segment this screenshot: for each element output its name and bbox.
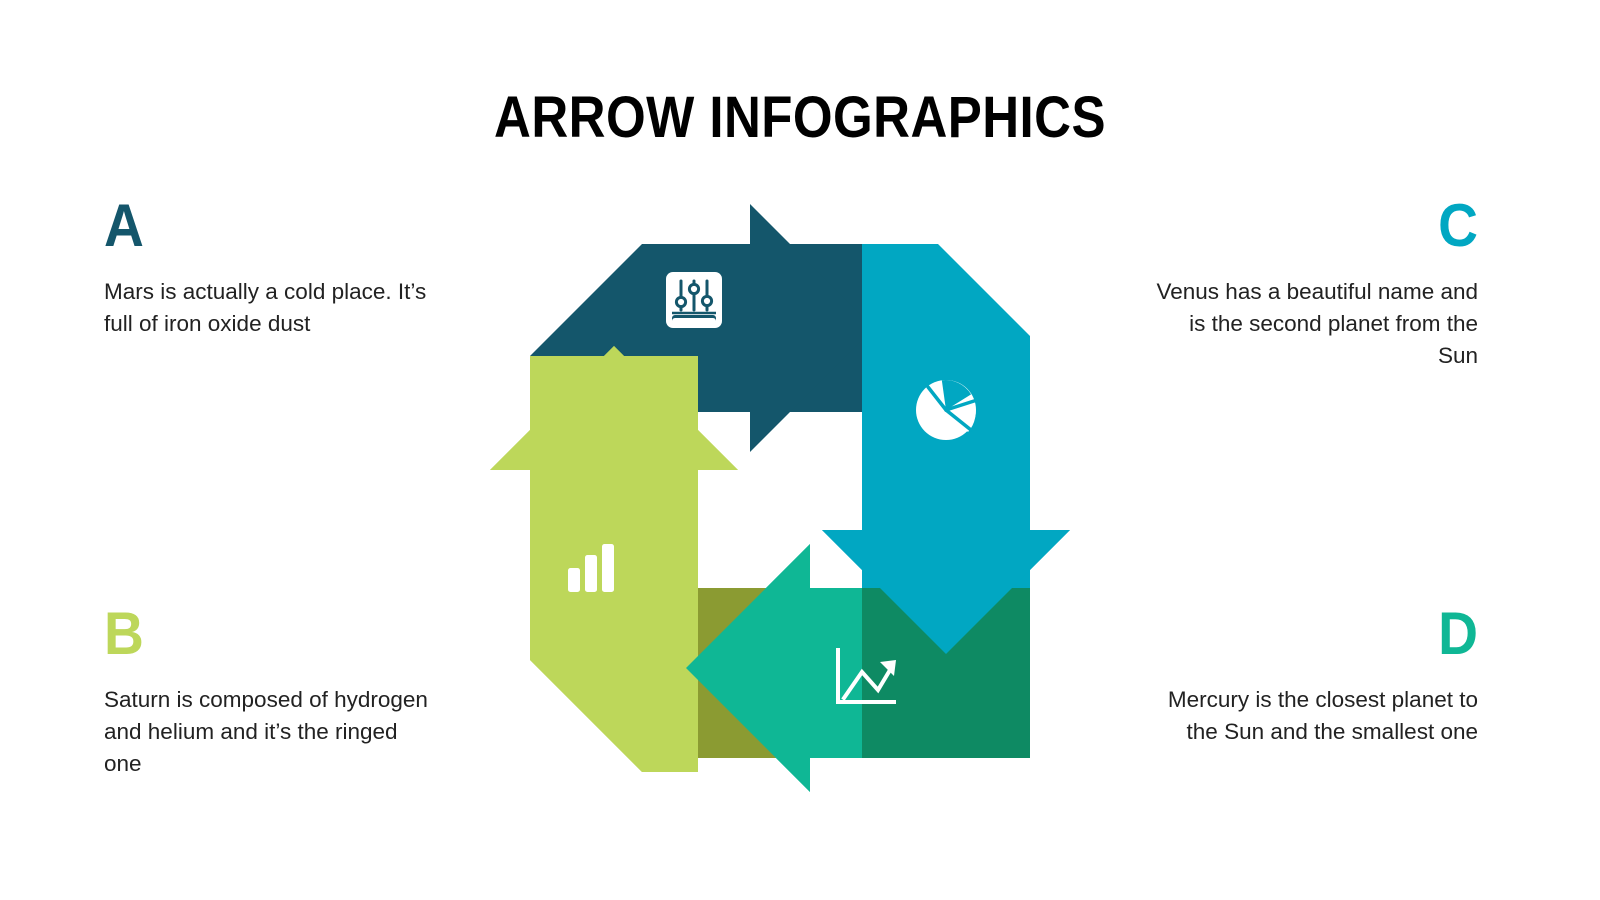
- cycle-arrow-diagram: [470, 190, 1090, 810]
- block-c-text: Venus has a beautiful name and is the se…: [1156, 279, 1479, 368]
- page-title: ARROW INFOGRAPHICS: [494, 85, 1106, 150]
- block-a-letter: A: [104, 192, 144, 259]
- bar-chart-icon: [568, 544, 614, 592]
- info-block-c: C Venus has a beautiful name and is the …: [1148, 192, 1479, 372]
- block-d-text: Mercury is the closest planet to the Sun…: [1167, 687, 1478, 744]
- arrow-top-right-head: [750, 204, 874, 452]
- block-b-text: Saturn is composed of hydrogen and heliu…: [104, 687, 428, 776]
- info-block-b: B Saturn is composed of hydrogen and hel…: [104, 604, 434, 780]
- info-block-d: D Mercury is the closest planet to the S…: [1148, 604, 1478, 748]
- line-chart-icon: [836, 648, 896, 704]
- overlap-bottom-right-cut: [822, 530, 1070, 654]
- block-b-letter: B: [104, 600, 144, 667]
- pie-chart-icon: [916, 380, 976, 440]
- block-d-letter: D: [1438, 600, 1478, 667]
- block-a-text: Mars is actually a cold place. It’s full…: [104, 279, 427, 336]
- arrow-bottom-left-head-2: [686, 544, 810, 792]
- block-c-letter: C: [1438, 192, 1478, 259]
- info-block-a: A Mars is actually a cold place. It’s fu…: [104, 196, 434, 340]
- sliders-icon: [666, 272, 722, 328]
